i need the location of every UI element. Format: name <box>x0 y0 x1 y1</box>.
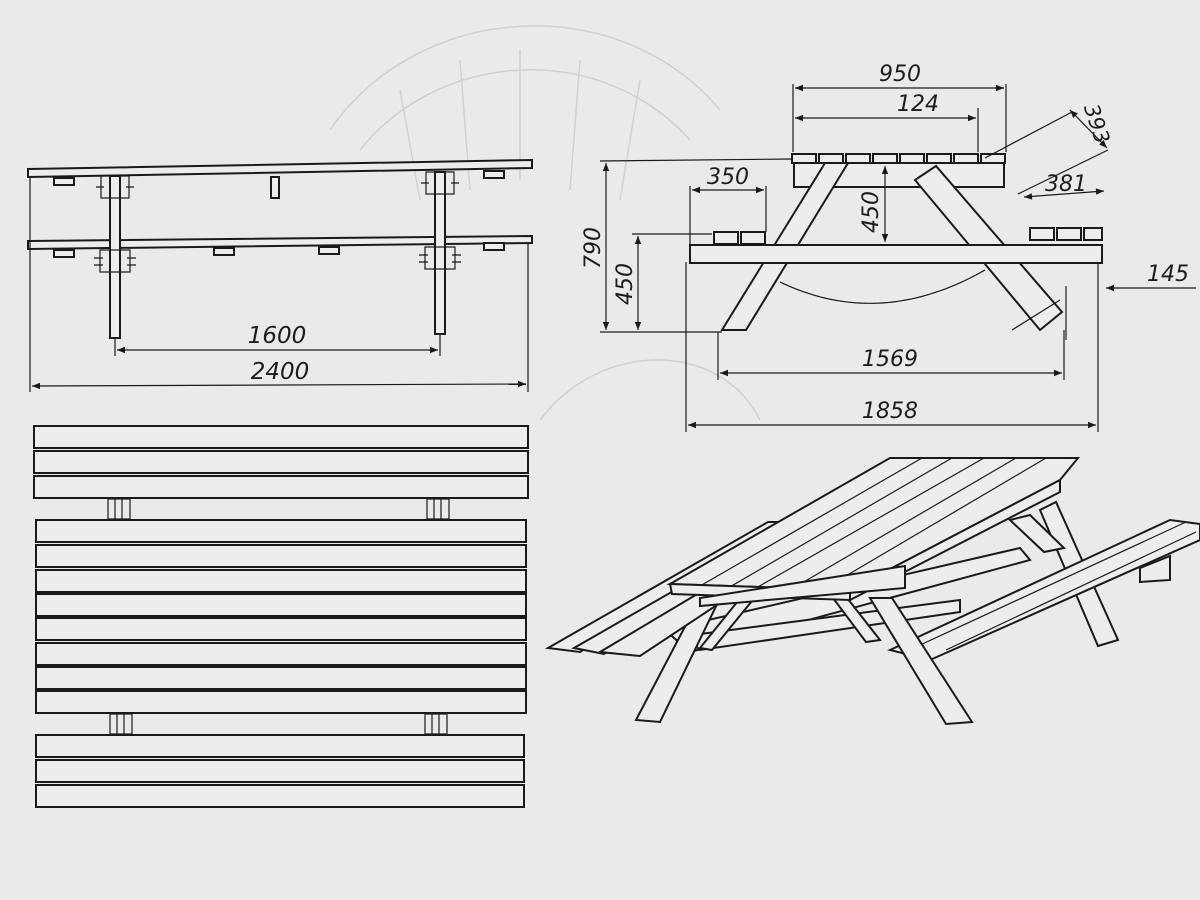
side-view-block <box>483 242 505 251</box>
dim-label-350: 350 <box>707 165 749 190</box>
dim-overhang: 145 <box>1065 262 1196 340</box>
plan-bench-plank <box>35 734 525 758</box>
dim-label-1600: 1600 <box>248 323 307 349</box>
end-view-top-boards <box>791 153 1006 164</box>
plan-top-plank <box>35 690 527 714</box>
dim-label-124: 124 <box>897 92 939 117</box>
dim-total-length: 2400 <box>29 178 529 392</box>
plan-top-plank <box>35 593 527 617</box>
side-view-block <box>318 246 340 255</box>
dim-bench-width: 350 <box>689 165 767 244</box>
dim-label-450-lower: 450 <box>613 263 638 305</box>
plan-top-plank <box>35 519 527 543</box>
plan-top-plank <box>35 569 527 593</box>
dim-bench-height: 450 <box>613 233 712 330</box>
dim-top-to-bench: 450 <box>859 166 889 242</box>
iso-back-leg <box>1007 513 1067 554</box>
side-view-leg <box>434 171 446 335</box>
plan-top-plank <box>35 544 527 568</box>
plan-bench-plank <box>33 475 529 499</box>
plan-top-plank <box>35 642 527 666</box>
side-view-leg <box>109 175 121 339</box>
end-view-bench-board <box>713 231 739 245</box>
dim-label-393: 393 <box>1079 101 1114 147</box>
dim-label-381: 381 <box>1045 172 1087 197</box>
dim-label-1858: 1858 <box>862 399 918 424</box>
side-view-block <box>53 249 75 258</box>
dim-label-145: 145 <box>1147 262 1189 287</box>
end-view-bench-board <box>1083 227 1103 241</box>
end-view-bench-board <box>1056 227 1082 241</box>
iso-top-beam <box>699 564 906 608</box>
side-view-block <box>483 170 505 179</box>
dim-label-1569: 1569 <box>862 347 918 372</box>
plan-bench-plank <box>33 425 529 449</box>
plan-bench-plank <box>35 784 525 808</box>
iso-front-leg <box>868 597 974 726</box>
end-view: 950 124 393 350 381 450 <box>581 62 1196 432</box>
plan-view <box>33 425 529 808</box>
plan-bench-plank <box>35 759 525 783</box>
dim-label-2400: 2400 <box>251 359 310 385</box>
dim-board-spacing: 124 <box>795 92 979 152</box>
iso-tabletop-board-lines <box>699 457 1047 591</box>
dim-foot-span: 1569 <box>717 330 1065 380</box>
dim-total-width: 1858 <box>685 262 1099 432</box>
side-view-block <box>213 247 235 256</box>
plan-top-plank <box>35 617 527 641</box>
dim-total-height: 790 <box>581 158 793 333</box>
dim-label-790: 790 <box>581 227 606 269</box>
side-view-bench <box>27 234 533 251</box>
background-ghost-drawing <box>329 25 761 421</box>
dim-label-950: 950 <box>879 62 921 87</box>
end-view-bench-board <box>740 231 766 245</box>
isometric-view <box>544 457 1200 726</box>
end-view-bench-board <box>1029 227 1055 241</box>
side-view-block <box>270 176 280 199</box>
plan-top-plank <box>35 666 527 690</box>
side-view-block <box>53 177 75 186</box>
dim-label-450-upper: 450 <box>859 191 884 233</box>
side-view-tabletop <box>27 158 533 179</box>
side-view: 1600 2400 <box>27 158 533 392</box>
end-view-bench-beam <box>689 244 1103 264</box>
plan-bench-plank <box>33 450 529 474</box>
dim-leg-spacing: 1600 <box>114 323 441 356</box>
iso-bench-support <box>1139 554 1171 584</box>
dim-top-width: 950 <box>792 62 1007 152</box>
dim-bench-seat-width: 381 <box>1023 172 1105 200</box>
